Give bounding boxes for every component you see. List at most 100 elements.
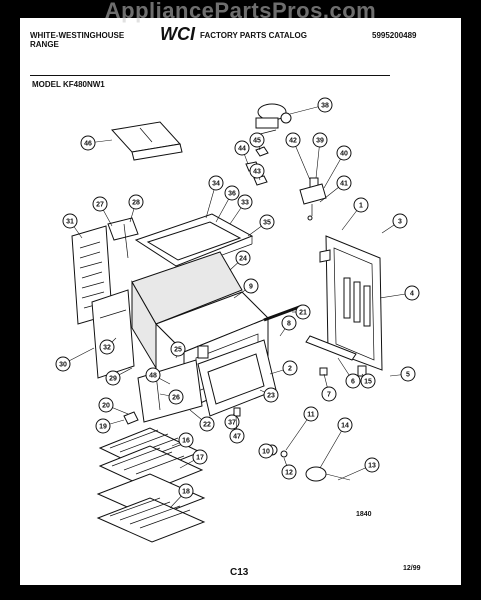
callout-6: 6 — [337, 357, 361, 389]
parts-diagram-sheet: WHITE-WESTINGHOUSE RANGE WCI FACTORY PAR… — [20, 18, 461, 585]
callout-label: 6 — [351, 379, 355, 386]
callout-label: 24 — [239, 256, 247, 263]
callout-label: 25 — [174, 347, 182, 354]
callout-12: 12 — [281, 457, 297, 480]
callout-32: 32 — [99, 337, 117, 355]
callout-label: 34 — [212, 181, 220, 188]
callout-10: 10 — [258, 443, 274, 459]
callout-label: 23 — [267, 393, 275, 400]
callout-label: 38 — [321, 103, 329, 110]
part-28-bottom-frame — [137, 359, 203, 423]
part-18-broiler-pan — [96, 473, 206, 543]
part-1-side-panel — [319, 235, 383, 371]
wci-logo: WCI — [160, 24, 195, 44]
callout-label: 9 — [249, 284, 253, 291]
callout-9: 9 — [233, 278, 259, 299]
callout-28: 28 — [128, 194, 144, 223]
callout-34: 34 — [205, 175, 224, 219]
callout-label: 48 — [149, 373, 157, 380]
callout-label: 15 — [364, 379, 372, 386]
callout-21: 21 — [292, 304, 311, 320]
callout-label: 40 — [340, 151, 348, 158]
callout-26: 26 — [159, 389, 184, 405]
callout-38: 38 — [289, 97, 333, 115]
callout-label: 14 — [341, 423, 349, 430]
callout-label: 29 — [109, 376, 117, 383]
callout-7: 7 — [321, 373, 337, 402]
model-number: MODEL KF480NW1 — [32, 80, 105, 89]
callout-39: 39 — [312, 132, 328, 179]
callout-label: 21 — [299, 310, 307, 317]
part-38-motor — [255, 103, 292, 135]
callout-label: 43 — [253, 169, 261, 176]
callout-35: 35 — [247, 214, 275, 237]
header-divider — [30, 75, 390, 76]
part-2-door-frame — [197, 339, 277, 417]
callout-leader-14 — [319, 424, 346, 469]
callout-8: 8 — [279, 315, 297, 337]
callout-label: 1 — [359, 203, 363, 210]
callout-label: 27 — [96, 202, 104, 209]
callout-3: 3 — [381, 213, 408, 234]
callout-label: 46 — [84, 141, 92, 148]
callout-2: 2 — [269, 360, 298, 376]
callout-25: 25 — [170, 341, 186, 359]
part-19-20-hinge — [123, 411, 139, 425]
callout-label: 28 — [132, 200, 140, 207]
callout-label: 45 — [253, 138, 261, 145]
callout-4: 4 — [379, 285, 420, 301]
callout-47: 47 — [229, 415, 245, 444]
callout-18: 18 — [169, 483, 194, 509]
callout-label: 18 — [182, 489, 190, 496]
part-6-15-brackets — [305, 335, 367, 377]
part-32-side-panel — [91, 289, 135, 379]
callout-24: 24 — [229, 250, 251, 271]
part-39-42-switch — [299, 177, 327, 221]
callout-45: 45 — [249, 132, 265, 151]
callout-label: 11 — [307, 412, 315, 419]
callout-label: 42 — [289, 138, 297, 145]
callout-label: 5 — [406, 372, 410, 379]
figure-number: 1840 — [356, 511, 372, 518]
callout-label: 33 — [241, 200, 249, 207]
callout-label: 13 — [368, 463, 376, 470]
callout-48: 48 — [145, 367, 171, 385]
callout-43: 43 — [249, 163, 265, 181]
callout-label: 17 — [196, 455, 204, 462]
callout-label: 26 — [172, 395, 180, 402]
callout-17: 17 — [179, 449, 208, 469]
part-33-top-cover — [134, 213, 254, 273]
callout-label: 41 — [340, 181, 348, 188]
callout-31: 31 — [62, 213, 83, 239]
callout-14: 14 — [319, 417, 353, 469]
callout-46: 46 — [80, 135, 113, 151]
callout-label: 30 — [59, 362, 67, 369]
callout-36: 36 — [215, 185, 240, 223]
callout-label: 22 — [203, 422, 211, 429]
part-21-rail — [263, 304, 303, 322]
callout-label: 10 — [262, 449, 270, 456]
callout-label: 35 — [263, 220, 271, 227]
callout-label: 47 — [233, 434, 241, 441]
callout-label: 20 — [102, 403, 110, 410]
callout-16: 16 — [171, 432, 194, 448]
callout-30: 30 — [55, 347, 95, 372]
callout-15: 15 — [360, 373, 376, 389]
callout-label: 44 — [238, 146, 246, 153]
callout-label: 3 — [398, 219, 402, 226]
page-code: C13 — [230, 567, 249, 578]
watermark-text: AppliancePartsPros.com — [104, 0, 377, 23]
callout-label: 39 — [316, 138, 324, 145]
document-number: 5995200489 — [372, 31, 417, 40]
callout-27: 27 — [92, 196, 113, 227]
callout-1: 1 — [341, 197, 369, 231]
callout-20: 20 — [98, 397, 129, 415]
callout-22: 22 — [189, 409, 215, 432]
callout-44: 44 — [234, 140, 250, 165]
callout-label: 12 — [285, 470, 293, 477]
callout-11: 11 — [285, 406, 319, 451]
callout-label: 36 — [228, 191, 236, 198]
callout-29: 29 — [105, 367, 133, 386]
callout-13: 13 — [337, 457, 380, 481]
callout-label: 37 — [228, 420, 236, 427]
